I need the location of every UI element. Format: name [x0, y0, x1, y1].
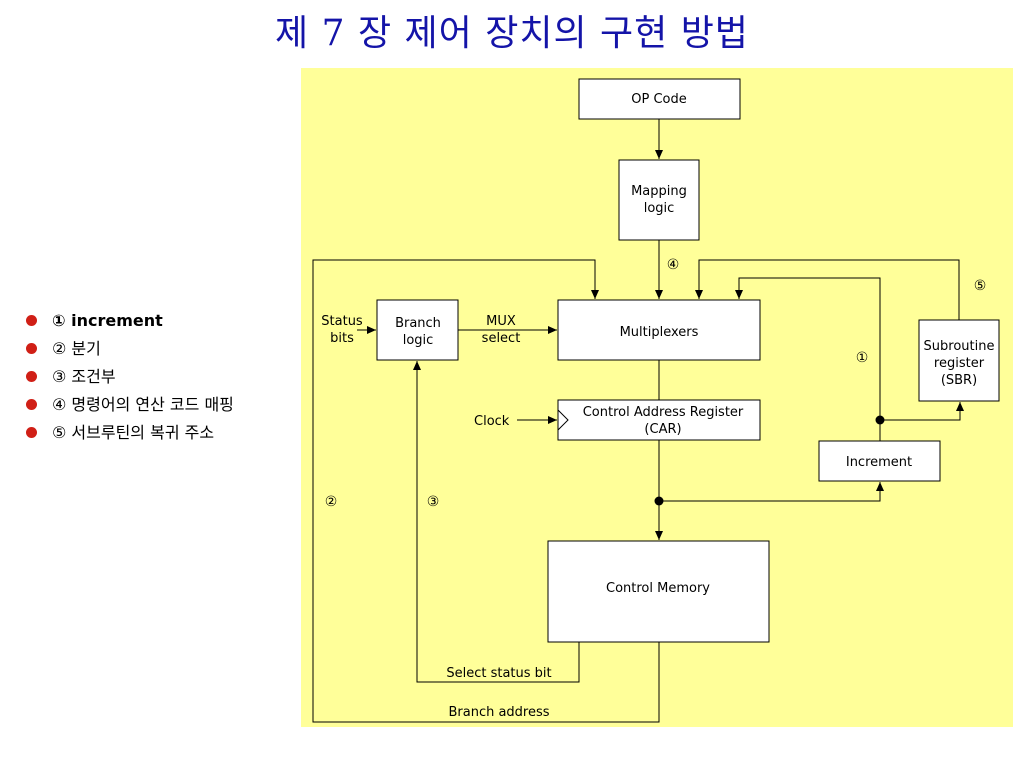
- car-to-increment-arrow: [659, 482, 884, 502]
- op-code-label: OP Code: [631, 92, 687, 107]
- legend-item-branch: ② 분기: [26, 338, 234, 366]
- mux-select-label: select: [482, 331, 521, 346]
- control-memory-box: [547, 540, 770, 643]
- branch-logic-box: [376, 299, 459, 361]
- clock-label: Clock: [474, 414, 510, 429]
- multiplexers-label: Multiplexers: [620, 325, 699, 340]
- mux-select-label: MUX: [486, 314, 516, 329]
- legend-text: ② 분기: [52, 339, 101, 358]
- car-box: [557, 399, 761, 441]
- branch-marker: ②: [325, 494, 338, 510]
- bullet-icon: [26, 399, 37, 410]
- page-title: 제 7 장 제어 장치의 구현 방법: [275, 13, 749, 54]
- increment-to-mux-arrow: [735, 277, 881, 441]
- mapping-logic-label: logic: [644, 201, 675, 216]
- junction-dot: [654, 496, 664, 506]
- bullet-icon: [26, 371, 37, 382]
- legend-item-increment: ① increment: [26, 310, 234, 338]
- legend-item-return: ⑤ 서브루틴의 복귀 주소: [26, 422, 234, 450]
- legend-text: ① increment: [52, 311, 163, 330]
- branch-address-label: Branch address: [448, 705, 549, 720]
- sbr-label: (SBR): [941, 373, 977, 388]
- conditional-marker: ③: [427, 494, 440, 510]
- legend-text: ③ 조건부: [52, 367, 116, 386]
- bullet-icon: [26, 343, 37, 354]
- mapping-logic-label: Mapping: [631, 184, 687, 199]
- legend-item-mapping: ④ 명령어의 연산 코드 매핑: [26, 394, 234, 422]
- clock-input-icon: [557, 409, 569, 431]
- control-memory-label: Control Memory: [606, 581, 710, 596]
- legend-text: ⑤ 서브루틴의 복귀 주소: [52, 423, 215, 442]
- bullet-icon: [26, 427, 37, 438]
- increment-marker: ①: [856, 350, 869, 366]
- sbr-label: register: [934, 356, 985, 371]
- junction-dot: [875, 415, 885, 425]
- increment-to-sbr-arrow: [880, 402, 964, 421]
- select-status-bit-label: Select status bit: [446, 666, 551, 681]
- legend-text: ④ 명령어의 연산 코드 매핑: [52, 395, 234, 414]
- legend-list: ① increment ② 분기 ③ 조건부 ④ 명령어의 연산 코드 매핑 ⑤…: [26, 310, 234, 450]
- increment-box: [818, 440, 941, 482]
- branch-logic-label: Branch: [395, 316, 441, 331]
- mapping-marker: ④: [667, 257, 680, 273]
- return-marker: ⑤: [974, 278, 987, 294]
- car-label: Control Address Register: [583, 405, 744, 420]
- status-bits-label: bits: [330, 331, 354, 346]
- branch-address-line: [312, 259, 660, 723]
- select-status-bit-line: [413, 361, 580, 683]
- bullet-icon: [26, 315, 37, 326]
- mapping-logic-box: [618, 159, 700, 241]
- increment-label: Increment: [846, 455, 912, 470]
- legend-item-conditional: ③ 조건부: [26, 366, 234, 394]
- branch-logic-label: logic: [403, 333, 434, 348]
- status-bits-label: Status: [321, 314, 363, 329]
- sbr-to-mux-arrow: [695, 259, 960, 320]
- sbr-label: Subroutine: [924, 339, 995, 354]
- car-label: (CAR): [644, 422, 681, 437]
